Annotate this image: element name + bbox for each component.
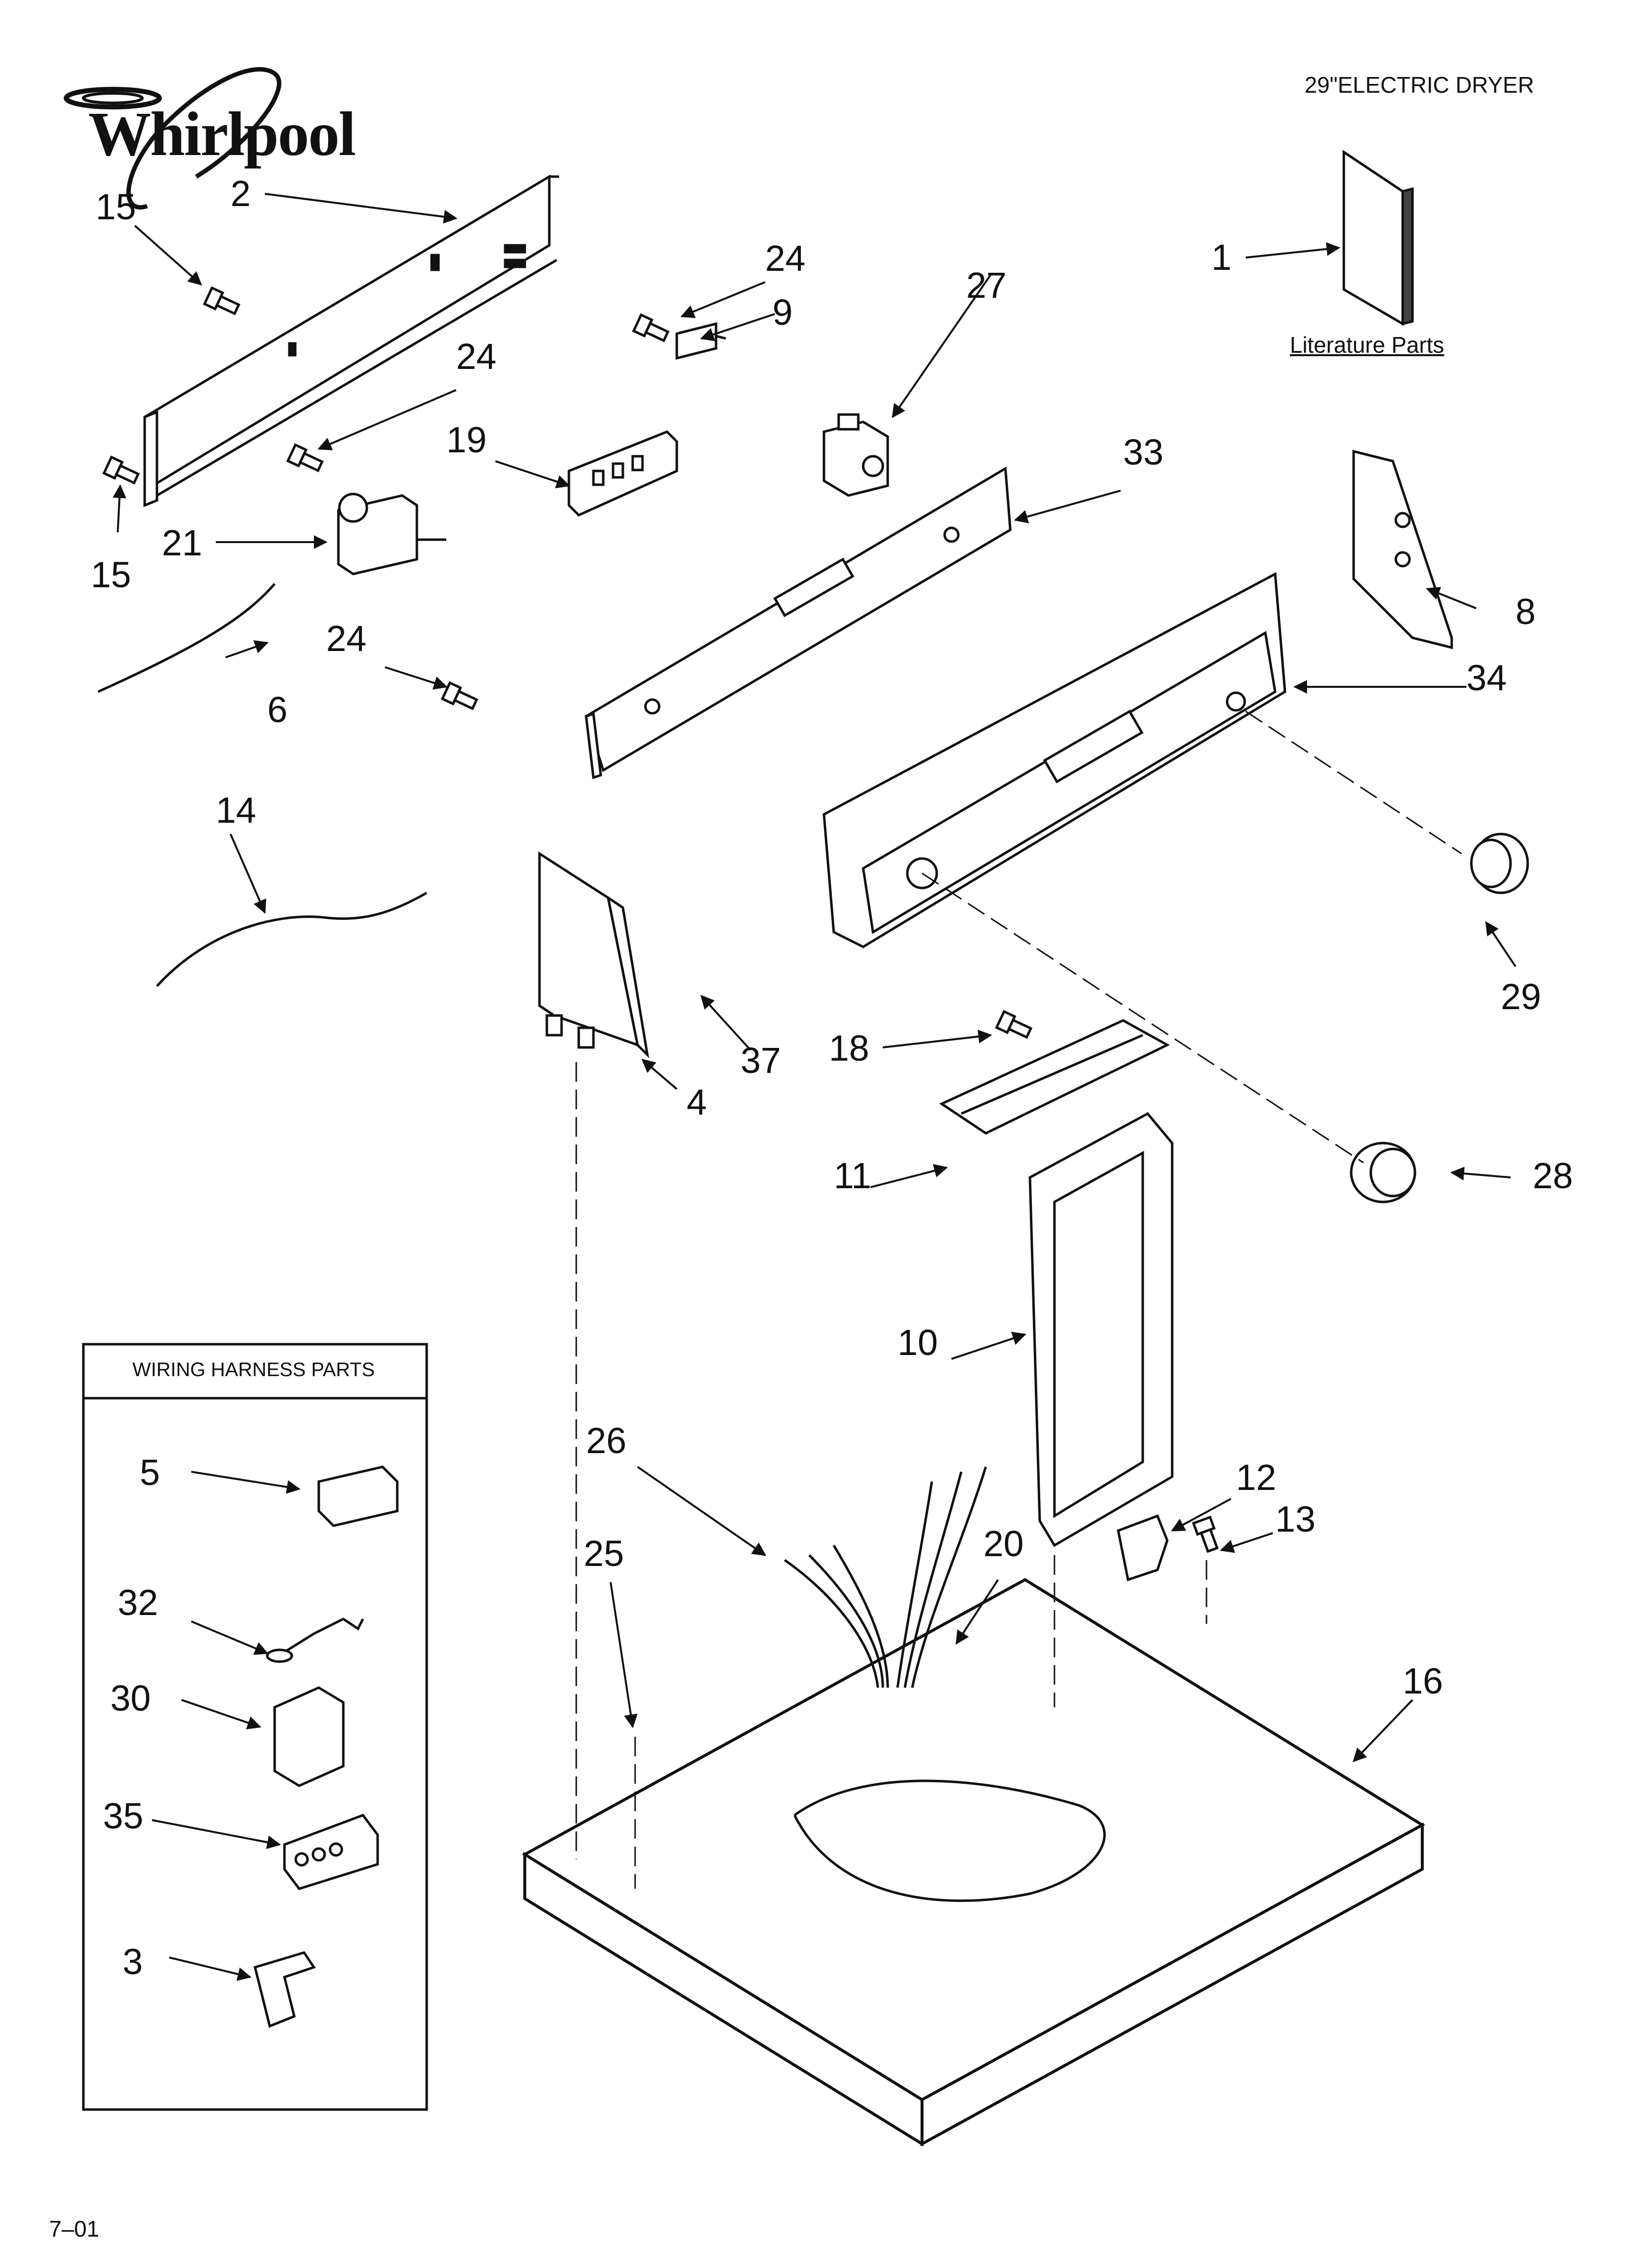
callout-14: 14 xyxy=(216,790,257,831)
callout-9: 9 xyxy=(772,292,793,333)
callout-24-middle: 24 xyxy=(456,336,497,377)
callout-12: 12 xyxy=(1236,1457,1277,1498)
page-title: 29"ELECTRIC DRYER xyxy=(1305,72,1534,98)
part-2-panel-shape xyxy=(143,174,559,507)
whirlpool-logo-graphic xyxy=(64,67,282,209)
part-27-switch-shape xyxy=(822,413,889,497)
callout-30: 30 xyxy=(110,1678,151,1719)
literature-parts-label: Literature Parts xyxy=(1290,332,1444,358)
part-4-endcap-shape xyxy=(538,851,649,1059)
wire-shapes xyxy=(97,583,428,987)
callout-32: 32 xyxy=(118,1582,158,1623)
callout-5: 5 xyxy=(140,1452,160,1493)
part-9-connector-shape xyxy=(675,322,726,360)
callout-33: 33 xyxy=(1123,432,1164,472)
callout-21: 21 xyxy=(162,522,203,563)
part-19-bracket-shape xyxy=(567,430,678,517)
callout-10: 10 xyxy=(898,1322,938,1363)
wiring-harness-part-shapes xyxy=(253,1465,399,2028)
part-16-top-shape xyxy=(522,1578,1425,2147)
callout-3: 3 xyxy=(123,1941,143,1982)
part-34-console-shape xyxy=(822,572,1286,948)
screw-shapes xyxy=(102,286,1219,1668)
callout-13: 13 xyxy=(1275,1499,1316,1539)
callout-16: 16 xyxy=(1403,1661,1443,1701)
wiring-harness-box-title: WIRING HARNESS PARTS xyxy=(132,1359,375,1381)
callout-20: 20 xyxy=(983,1523,1024,1564)
callout-37: 37 xyxy=(741,1040,781,1081)
callout-25: 25 xyxy=(584,1533,624,1574)
callout-4: 4 xyxy=(687,1082,707,1122)
leader-lines xyxy=(112,193,1516,1981)
callout-18: 18 xyxy=(829,1028,870,1069)
footer-code: 7–01 xyxy=(49,2216,100,2242)
wiring-harness-box-frame xyxy=(82,1343,428,2111)
callout-6: 6 xyxy=(267,689,288,730)
part-26-harness-shape xyxy=(784,1466,1106,1902)
callout-15-top: 15 xyxy=(96,186,136,227)
callout-28: 28 xyxy=(1533,1155,1573,1196)
part-33-console-frame-shape xyxy=(585,466,1012,780)
callout-19: 19 xyxy=(446,419,487,460)
part-21-timer-shape xyxy=(337,493,446,575)
callout-15-bottom: 15 xyxy=(91,554,131,595)
callout-24-lower: 24 xyxy=(326,618,367,659)
callout-34: 34 xyxy=(1466,657,1507,698)
assembly-dash-lines xyxy=(575,710,1462,1889)
callout-11: 11 xyxy=(834,1155,872,1196)
callout-29: 29 xyxy=(1501,976,1541,1017)
brand-logo-text: Whirlpool xyxy=(88,99,356,169)
callout-24-top: 24 xyxy=(765,238,806,279)
callout-26: 26 xyxy=(586,1420,627,1461)
callout-8: 8 xyxy=(1515,591,1536,632)
callout-27: 27 xyxy=(966,265,1007,306)
knob-shapes xyxy=(1350,833,1529,1203)
part-8-endcap-shape xyxy=(1352,449,1453,650)
callout-2: 2 xyxy=(231,173,251,214)
part-10-11-filter-shape xyxy=(939,1019,1174,1547)
callout-1: 1 xyxy=(1211,237,1232,278)
callout-35: 35 xyxy=(103,1796,144,1836)
part-1-literature-shape xyxy=(1342,150,1414,326)
part-12-part-shape xyxy=(1117,1514,1169,1582)
